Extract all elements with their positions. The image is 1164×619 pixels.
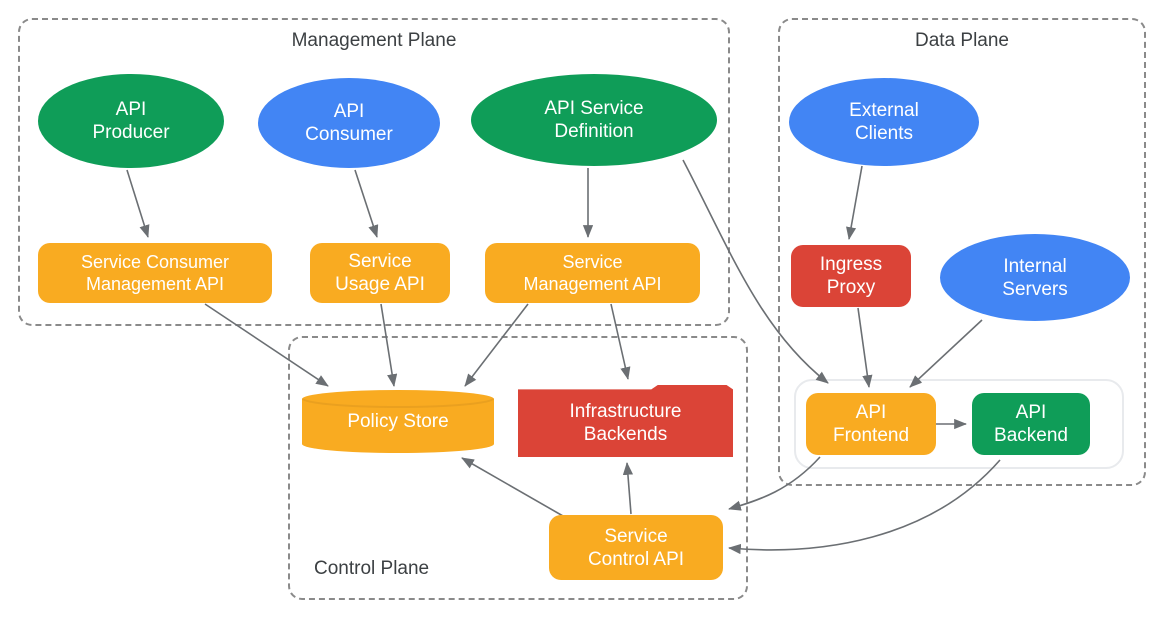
node-label-infrastructure-backends: Infrastructure Backends [569,401,682,445]
node-label-api-frontend: API Frontend [832,402,910,446]
node-label-internal-servers: Internal Servers [1002,255,1068,300]
node-infrastructure-backends[interactable]: Infrastructure Backends [518,385,733,457]
plane-label-management: Management Plane [291,30,457,51]
folder-shape [518,385,733,457]
node-api-service-definition[interactable]: API Service Definition [471,74,717,166]
node-api-consumer[interactable]: API Consumer [258,78,440,168]
node-service-usage-api[interactable]: Service Usage API [310,243,450,303]
node-label-ingress-proxy: Ingress Proxy [819,254,883,298]
node-policy-store[interactable]: Policy Store [302,390,494,453]
cylinder-top [302,390,494,408]
node-label-service-consumer-management-api: Service Consumer Management API [80,252,230,294]
node-label-service-management-api: Service Management API [523,252,662,294]
node-internal-servers[interactable]: Internal Servers [940,234,1130,321]
node-service-control-api[interactable]: Service Control API [549,515,723,580]
node-label-external-clients: External Clients [849,100,919,144]
plane-label-data: Data Plane [914,30,1009,51]
plane-label-control: Control Plane [314,558,430,579]
node-api-producer[interactable]: API Producer [38,74,224,168]
node-api-backend[interactable]: API Backend [972,393,1090,455]
node-service-management-api[interactable]: Service Management API [485,243,700,303]
node-ingress-proxy[interactable]: Ingress Proxy [791,245,911,307]
node-label-service-control-api: Service Control API [587,525,685,570]
node-label-api-service-definition: API Service Definition [544,98,644,142]
node-label-api-consumer: API Consumer [305,101,393,145]
node-api-frontend[interactable]: API Frontend [806,393,936,455]
node-label-api-backend: API Backend [994,402,1068,446]
node-label-policy-store: Policy Store [347,411,449,432]
node-label-service-usage-api: Service Usage API [335,251,425,295]
node-service-consumer-management-api[interactable]: Service Consumer Management API [38,243,272,303]
node-label-api-producer: API Producer [92,99,170,143]
node-external-clients[interactable]: External Clients [789,78,979,166]
